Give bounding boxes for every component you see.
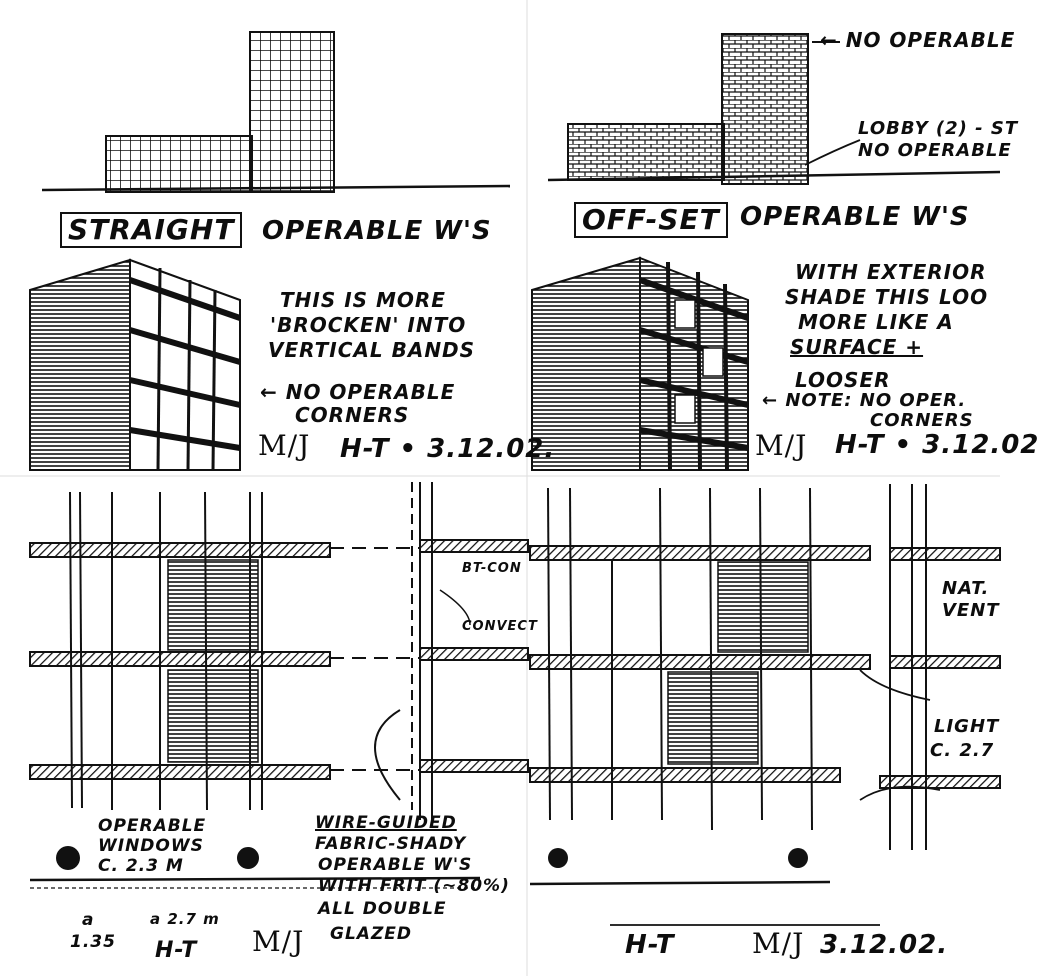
bl-wire-5: ALL DOUBLE: [318, 899, 447, 919]
br-nat-2: VENT: [942, 600, 1000, 621]
top-left-perspective: [29, 258, 241, 471]
bl-wire-6: GLAZED: [330, 924, 412, 944]
bottom-right-facade: [529, 484, 1001, 926]
offset-label: OFF-SET: [574, 202, 728, 238]
sketch-sheet: [0, 0, 1001, 976]
bl-initials: M/J: [252, 925, 305, 958]
top-right-elevation: [547, 33, 1001, 185]
tl-note-line3: VERTICAL BANDS: [268, 338, 476, 362]
tr-note-line4: SURFACE +: [790, 335, 924, 359]
tl-note-line2: 'BROCKEN' INTO: [270, 313, 467, 337]
offset-operable-label: OPERABLE W'S: [740, 202, 970, 232]
top-left-elevation: [41, 31, 511, 193]
br-light-1: LIGHT: [934, 716, 1000, 737]
bl-wire-4: WITH FRIT (~80%): [318, 876, 510, 896]
straight-operable-label: OPERABLE W'S: [262, 216, 492, 246]
bl-wire-1: WIRE-GUIDED: [315, 813, 457, 833]
tr-note-line5: LOOSER: [795, 368, 891, 392]
bl-wire-2: FABRIC-SHADY: [315, 834, 467, 854]
br-light-2: C. 2.7: [930, 740, 995, 761]
tr-signature: H-T • 3.12.02: [835, 430, 1039, 460]
tr-note-line1: WITH EXTERIOR: [795, 260, 987, 284]
tr-corner-note-1: ← NOTE: NO OPER.: [762, 390, 967, 411]
bl-conv-note: CONVECT: [462, 619, 538, 634]
straight-label: STRAIGHT: [60, 212, 243, 248]
bl-dim-a: a: [82, 910, 95, 930]
tl-signature: H-T • 3.12.02.: [340, 434, 556, 464]
tr-corner-note-2: CORNERS: [870, 410, 974, 431]
tl-initials: M/J: [258, 429, 311, 462]
bl-operable-3: C. 2.3 M: [98, 856, 184, 876]
tl-corner-note-1: ← NO OPERABLE: [260, 380, 456, 404]
bl-signature: H-T: [155, 938, 198, 963]
bl-dim-135: 1.35: [70, 932, 116, 952]
bottom-left-facade: [29, 482, 529, 889]
bl-bt-note: BT-CON: [462, 561, 522, 576]
tr-note-line3: MORE LIKE A: [798, 310, 954, 334]
tr-lobby-note-2: NO OPERABLE: [858, 140, 1012, 161]
tr-top-note: ← NO OPERABLE: [820, 28, 1016, 52]
tr-lobby-note-1: LOBBY (2) - ST: [858, 118, 1019, 139]
br-nat-1: NAT.: [942, 578, 990, 599]
bl-wire-3: OPERABLE W'S: [318, 855, 473, 875]
bl-operable-1: OPERABLE: [98, 816, 207, 836]
top-right-perspective: [531, 256, 749, 471]
br-date: 3.12.02.: [820, 930, 949, 960]
tr-initials: M/J: [755, 429, 808, 462]
tr-note-line2: SHADE THIS LOO: [785, 285, 989, 309]
tl-note-line1: THIS IS MORE: [280, 288, 446, 312]
bl-operable-2: WINDOWS: [98, 836, 204, 856]
br-signature: H-T: [625, 930, 675, 960]
tl-corner-note-2: CORNERS: [295, 403, 410, 427]
bl-dim-27: a 2.7 m: [150, 910, 220, 928]
br-initials: M/J: [752, 927, 805, 960]
